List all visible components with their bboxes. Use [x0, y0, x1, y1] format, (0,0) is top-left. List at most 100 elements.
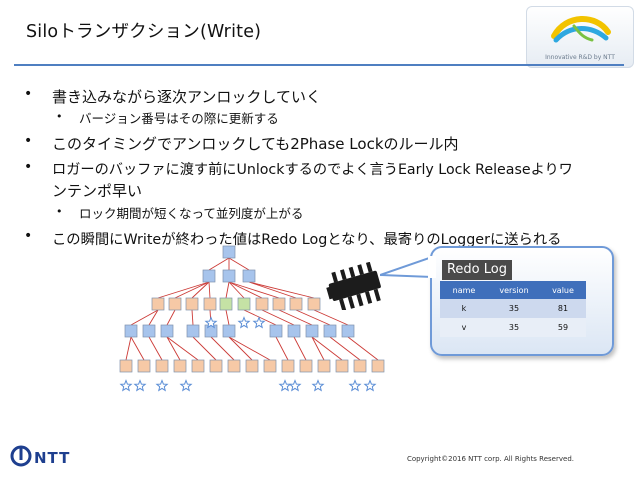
- tree-edge: [228, 281, 280, 299]
- tree-leaf-node: [119, 359, 133, 373]
- star-icon: [237, 316, 251, 329]
- tree-nodes: [119, 245, 385, 373]
- bullet-item: このタイミングでアンロックしても2Phase Lockのルール内: [52, 135, 459, 153]
- tree-edge: [174, 281, 210, 299]
- tree-leaf-node: [151, 297, 165, 311]
- bullet-item: ロック期間が短くなって並列度が上がる: [79, 206, 304, 221]
- bullet-item-continued: ンテンポ早い: [52, 182, 143, 200]
- star-icon: [278, 379, 292, 392]
- redo-log-cell: 35: [488, 299, 540, 318]
- tree-edge: [210, 336, 235, 361]
- tree-edge: [228, 257, 250, 271]
- tree-edge: [191, 309, 194, 326]
- tree-leaf-node: [203, 297, 217, 311]
- ntt-rnd-logo: Innovative R&D by NTT: [526, 6, 634, 68]
- ntt-logo-icon: [10, 445, 32, 467]
- bullet-marker: •: [56, 110, 63, 123]
- tree-edge: [166, 309, 176, 326]
- tree-inner-node: [305, 324, 319, 338]
- bullet-marker: •: [24, 133, 33, 149]
- redo-log-cell: 59: [540, 318, 586, 337]
- bullet-marker: •: [24, 86, 33, 102]
- tree-leaf-node: [335, 359, 349, 373]
- tree-leaf-node: [307, 297, 321, 311]
- tree-inner-node: [269, 324, 283, 338]
- tree-leaf-node: [245, 359, 259, 373]
- star-icon: [252, 316, 266, 329]
- redo-log-cell: k: [440, 299, 488, 318]
- star-icon: [155, 379, 169, 392]
- bullet-marker: •: [24, 228, 33, 244]
- tree-inner-node: [341, 324, 355, 338]
- bullet-item: 書き込みながら逐次アンロックしていく: [52, 88, 321, 106]
- tree-leaf-node: [191, 359, 205, 373]
- redo-log-row: v 35 59: [440, 318, 586, 337]
- tree-edge: [192, 336, 217, 361]
- tree-edge: [157, 281, 210, 299]
- copyright-notice: Copyright©2016 NTT corp. All Rights Rese…: [406, 455, 574, 463]
- bullet-item: バージョン番号はその際に更新する: [79, 111, 279, 126]
- tree-stars: [119, 316, 377, 392]
- star-icon: [119, 379, 133, 392]
- bullet-marker: •: [24, 159, 33, 175]
- tree-edges: [125, 257, 379, 361]
- tree-edge: [293, 336, 307, 361]
- tree-inner-node: [124, 324, 138, 338]
- tree-inner-node: [222, 269, 236, 283]
- redo-log-title: Redo Log: [442, 260, 512, 280]
- tree-edge: [311, 336, 325, 361]
- tree-edge: [313, 309, 349, 326]
- column-header-value: value: [540, 281, 586, 299]
- tree-leaf-node: [272, 297, 286, 311]
- column-header-name: name: [440, 281, 488, 299]
- tree-leaf-node: [263, 359, 277, 373]
- tree-edge: [261, 309, 295, 326]
- tree-edge: [275, 336, 289, 361]
- tree-inner-node: [186, 324, 200, 338]
- redo-log-row: k 35 81: [440, 299, 586, 318]
- ntt-brand: NTT: [34, 449, 71, 467]
- tree-root-node: [222, 245, 236, 259]
- tree-leaf-node: [185, 297, 199, 311]
- tree-edge: [208, 257, 230, 271]
- redo-log-cell: v: [440, 318, 488, 337]
- tree-edge: [243, 309, 277, 326]
- tree-edge: [125, 336, 132, 361]
- star-icon: [311, 379, 325, 392]
- tree-edge: [228, 336, 271, 361]
- column-header-version: version: [488, 281, 540, 299]
- star-icon: [363, 379, 377, 392]
- redo-log-table: name version value k 35 81 v 35 59: [440, 281, 586, 337]
- tree-edge: [225, 281, 230, 299]
- title-divider: [14, 64, 624, 66]
- tree-edge: [347, 336, 379, 361]
- tree-leaf-node: [155, 359, 169, 373]
- tree-edge: [248, 281, 315, 299]
- slide-title: Siloトランザクション(Write): [26, 22, 262, 42]
- ntt-swirl-logo-icon: [551, 16, 611, 43]
- tree-edge: [225, 309, 230, 326]
- tree-edge: [191, 281, 210, 299]
- tree-inner-node: [242, 269, 256, 283]
- tree-leaf-node: [173, 359, 187, 373]
- tree-leaf-node: [137, 359, 151, 373]
- bullet-item: ロガーのバッファに渡す前にUnlockするのでよく言うEarly Lock Re…: [52, 162, 573, 178]
- tree-edge: [228, 281, 263, 299]
- tree-edge: [278, 309, 313, 326]
- tree-leaf-node: [168, 297, 182, 311]
- bullet-marker: •: [56, 205, 63, 218]
- tree-edge: [166, 336, 199, 361]
- tree-edge: [311, 336, 343, 361]
- tree-inner-node: [222, 324, 236, 338]
- tree-leaf-node: [219, 297, 233, 311]
- star-icon: [348, 379, 362, 392]
- tree-leaf-node: [237, 297, 251, 311]
- redo-log-header-row: name version value: [440, 281, 586, 299]
- tree-leaf-node: [371, 359, 385, 373]
- star-icon: [133, 379, 147, 392]
- star-icon: [288, 379, 302, 392]
- tree-leaf-node: [289, 297, 303, 311]
- tree-edge: [228, 336, 253, 361]
- logo-caption: Innovative R&D by NTT: [545, 54, 615, 61]
- tree-leaf-node: [353, 359, 367, 373]
